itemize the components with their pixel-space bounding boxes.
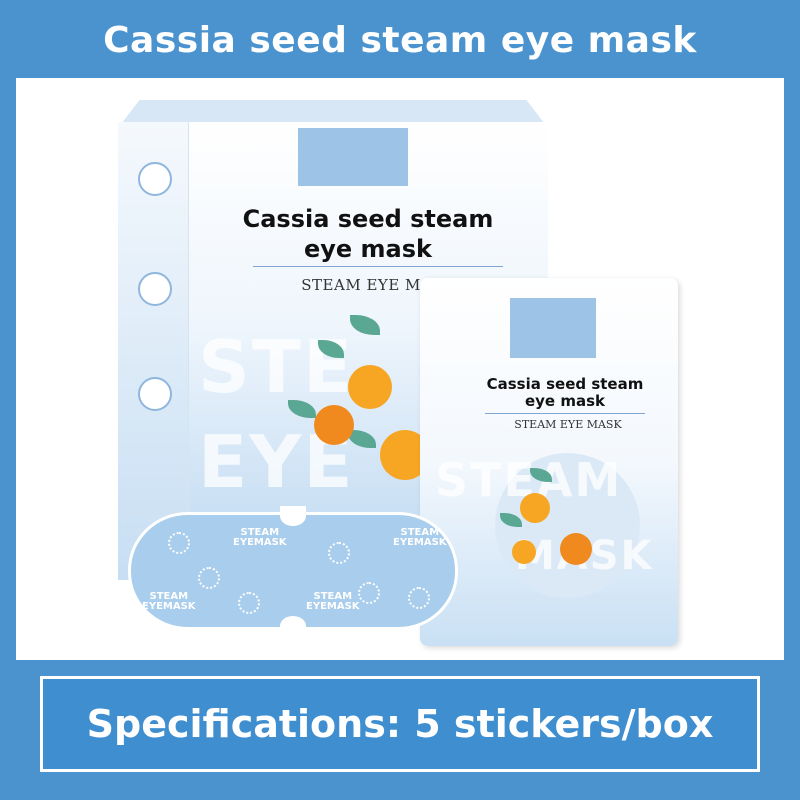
flower-illustration <box>560 533 592 565</box>
title-banner: Cassia seed steam eye mask <box>0 0 800 80</box>
patch-flower-pattern <box>328 542 350 564</box>
spec-banner: Specifications: 5 stickers/box <box>0 660 800 800</box>
flower-illustration <box>348 365 392 409</box>
leaf-illustration <box>500 513 522 527</box>
leaf-illustration <box>530 468 552 482</box>
flower-illustration <box>520 493 550 523</box>
page-title: Cassia seed steam eye mask <box>103 19 697 61</box>
face-icon <box>138 162 172 196</box>
leaf-illustration <box>318 340 344 358</box>
patch-notch-top <box>280 506 306 526</box>
pouch-title: Cassia seed steam eye mask <box>486 375 644 410</box>
patch-flower-pattern <box>238 592 260 614</box>
patch-flower-pattern <box>198 567 220 589</box>
eye-mask-icon <box>138 377 172 411</box>
patch-flower-pattern <box>358 582 380 604</box>
pouch-color-tab <box>510 298 596 358</box>
patch-flower-pattern <box>408 587 430 609</box>
patch-shape <box>128 512 458 630</box>
box-side-panel <box>118 122 189 580</box>
flower-illustration <box>512 540 536 564</box>
spec-text: Specifications: 5 stickers/box <box>86 702 714 746</box>
leaf-illustration <box>288 400 316 418</box>
pouch-subtitle: STEAM EYE MASK <box>514 418 622 431</box>
patch-flower-pattern <box>168 532 190 554</box>
spec-box: Specifications: 5 stickers/box <box>40 676 760 772</box>
leaf-illustration <box>348 430 376 448</box>
drop-icon <box>138 272 172 306</box>
patch-notch-bottom <box>280 616 306 636</box>
box-color-tab <box>298 128 408 186</box>
box-divider <box>253 266 503 267</box>
box-subtitle: STEAM EYE MASK <box>301 276 455 294</box>
box-watermark-top: STE <box>198 325 355 409</box>
flower-illustration <box>314 405 354 445</box>
leaf-illustration <box>350 315 380 335</box>
pouch-divider <box>485 413 645 414</box>
product-pouch: Cassia seed steam eye mask STEAM EYE MAS… <box>420 278 690 648</box>
box-title: Cassia seed steam eye mask <box>242 205 494 263</box>
